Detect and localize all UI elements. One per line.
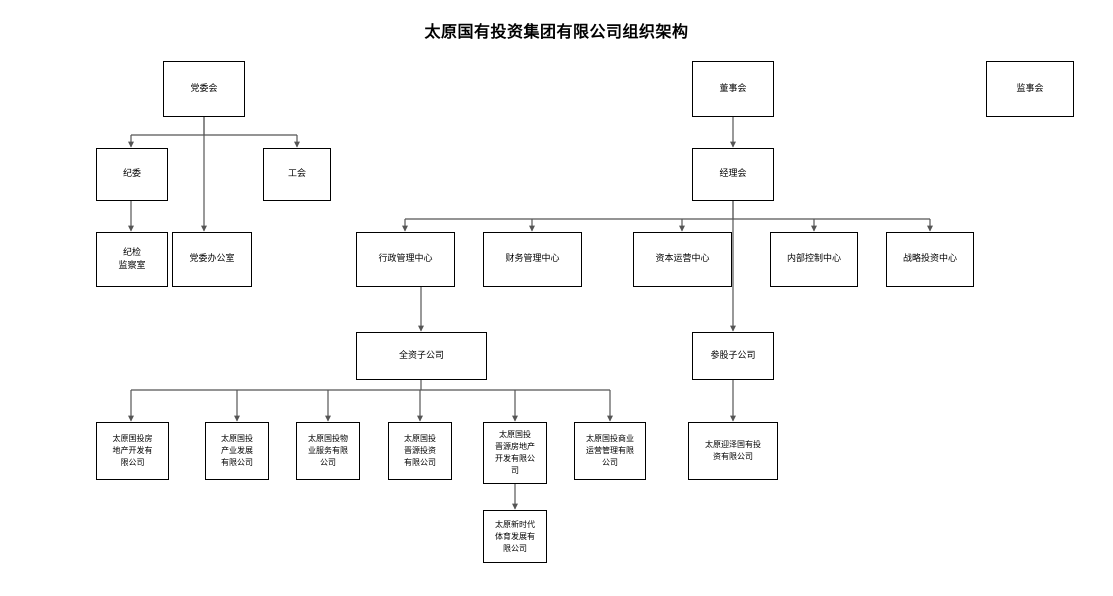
node-board-of-directors[interactable]: 董事会 (692, 61, 774, 117)
node-internal-control[interactable]: 内部控制中心 (770, 232, 858, 287)
node-finance-center[interactable]: 财务管理中心 (483, 232, 582, 287)
node-label: 纪委 (122, 169, 141, 179)
page-title: 太原国有投资集团有限公司组织架构 (424, 22, 689, 41)
node-label: 工会 (287, 169, 306, 179)
node-sub-industry[interactable]: 太原国投产业发展有限公司 (205, 422, 269, 480)
node-label: 太原国投房地产开发有限公司 (112, 434, 153, 467)
node-strategic-investment[interactable]: 战略投资中心 (886, 232, 974, 287)
node-discipline-committee[interactable]: 纪委 (96, 148, 168, 201)
node-capital-center[interactable]: 资本运营中心 (633, 232, 732, 287)
node-management-committee[interactable]: 经理会 (692, 148, 774, 201)
node-label: 太原国投产业发展有限公司 (221, 434, 253, 467)
node-label: 内部控制中心 (786, 254, 841, 264)
node-labor-union[interactable]: 工会 (263, 148, 331, 201)
node-equity-participated[interactable]: 参股子公司 (692, 332, 774, 380)
node-label: 财务管理中心 (505, 254, 560, 264)
node-label: 经理会 (719, 169, 747, 179)
node-admin-center[interactable]: 行政管理中心 (356, 232, 455, 287)
node-label: 战略投资中心 (902, 254, 957, 264)
node-label: 全资子公司 (398, 350, 444, 361)
node-label: 党委办公室 (189, 254, 235, 264)
node-label: 参股子公司 (710, 350, 756, 361)
node-label: 太原国投商业运营管理有限公司 (586, 434, 634, 467)
node-label: 党委会 (190, 83, 218, 94)
node-wholly-owned[interactable]: 全资子公司 (356, 332, 487, 380)
node-label: 资本运营中心 (655, 254, 710, 264)
node-sub-commercial[interactable]: 太原国投商业运营管理有限公司 (574, 422, 646, 480)
node-label: 纪检监察室 (118, 247, 146, 271)
node-label: 太原国投晋源投资有限公司 (404, 434, 436, 467)
node-label: 太原国投晋源房地产开发有限公司 (495, 430, 535, 475)
node-label: 太原迎泽国有投资有限公司 (705, 440, 761, 461)
node-party-office[interactable]: 党委办公室 (172, 232, 252, 287)
node-sub-jinyuan-invest[interactable]: 太原国投晋源投资有限公司 (388, 422, 452, 480)
node-label: 董事会 (719, 83, 747, 94)
node-label: 太原国投物业服务有限公司 (308, 434, 348, 467)
node-label: 行政管理中心 (378, 254, 433, 264)
node-board-of-supervisors[interactable]: 监事会 (986, 61, 1074, 117)
node-sub-sports[interactable]: 太原新时代体育发展有限公司 (483, 510, 547, 563)
node-sub-property[interactable]: 太原国投物业服务有限公司 (296, 422, 360, 480)
node-label: 监事会 (1016, 83, 1044, 94)
node-label: 太原新时代体育发展有限公司 (495, 519, 535, 553)
node-sub-yingze[interactable]: 太原迎泽国有投资有限公司 (688, 422, 778, 480)
node-party-committee[interactable]: 党委会 (163, 61, 245, 117)
node-discipline-office[interactable]: 纪检监察室 (96, 232, 168, 287)
node-sub-real-estate[interactable]: 太原国投房地产开发有限公司 (96, 422, 169, 480)
node-sub-jinyuan-realty[interactable]: 太原国投晋源房地产开发有限公司 (483, 422, 547, 484)
